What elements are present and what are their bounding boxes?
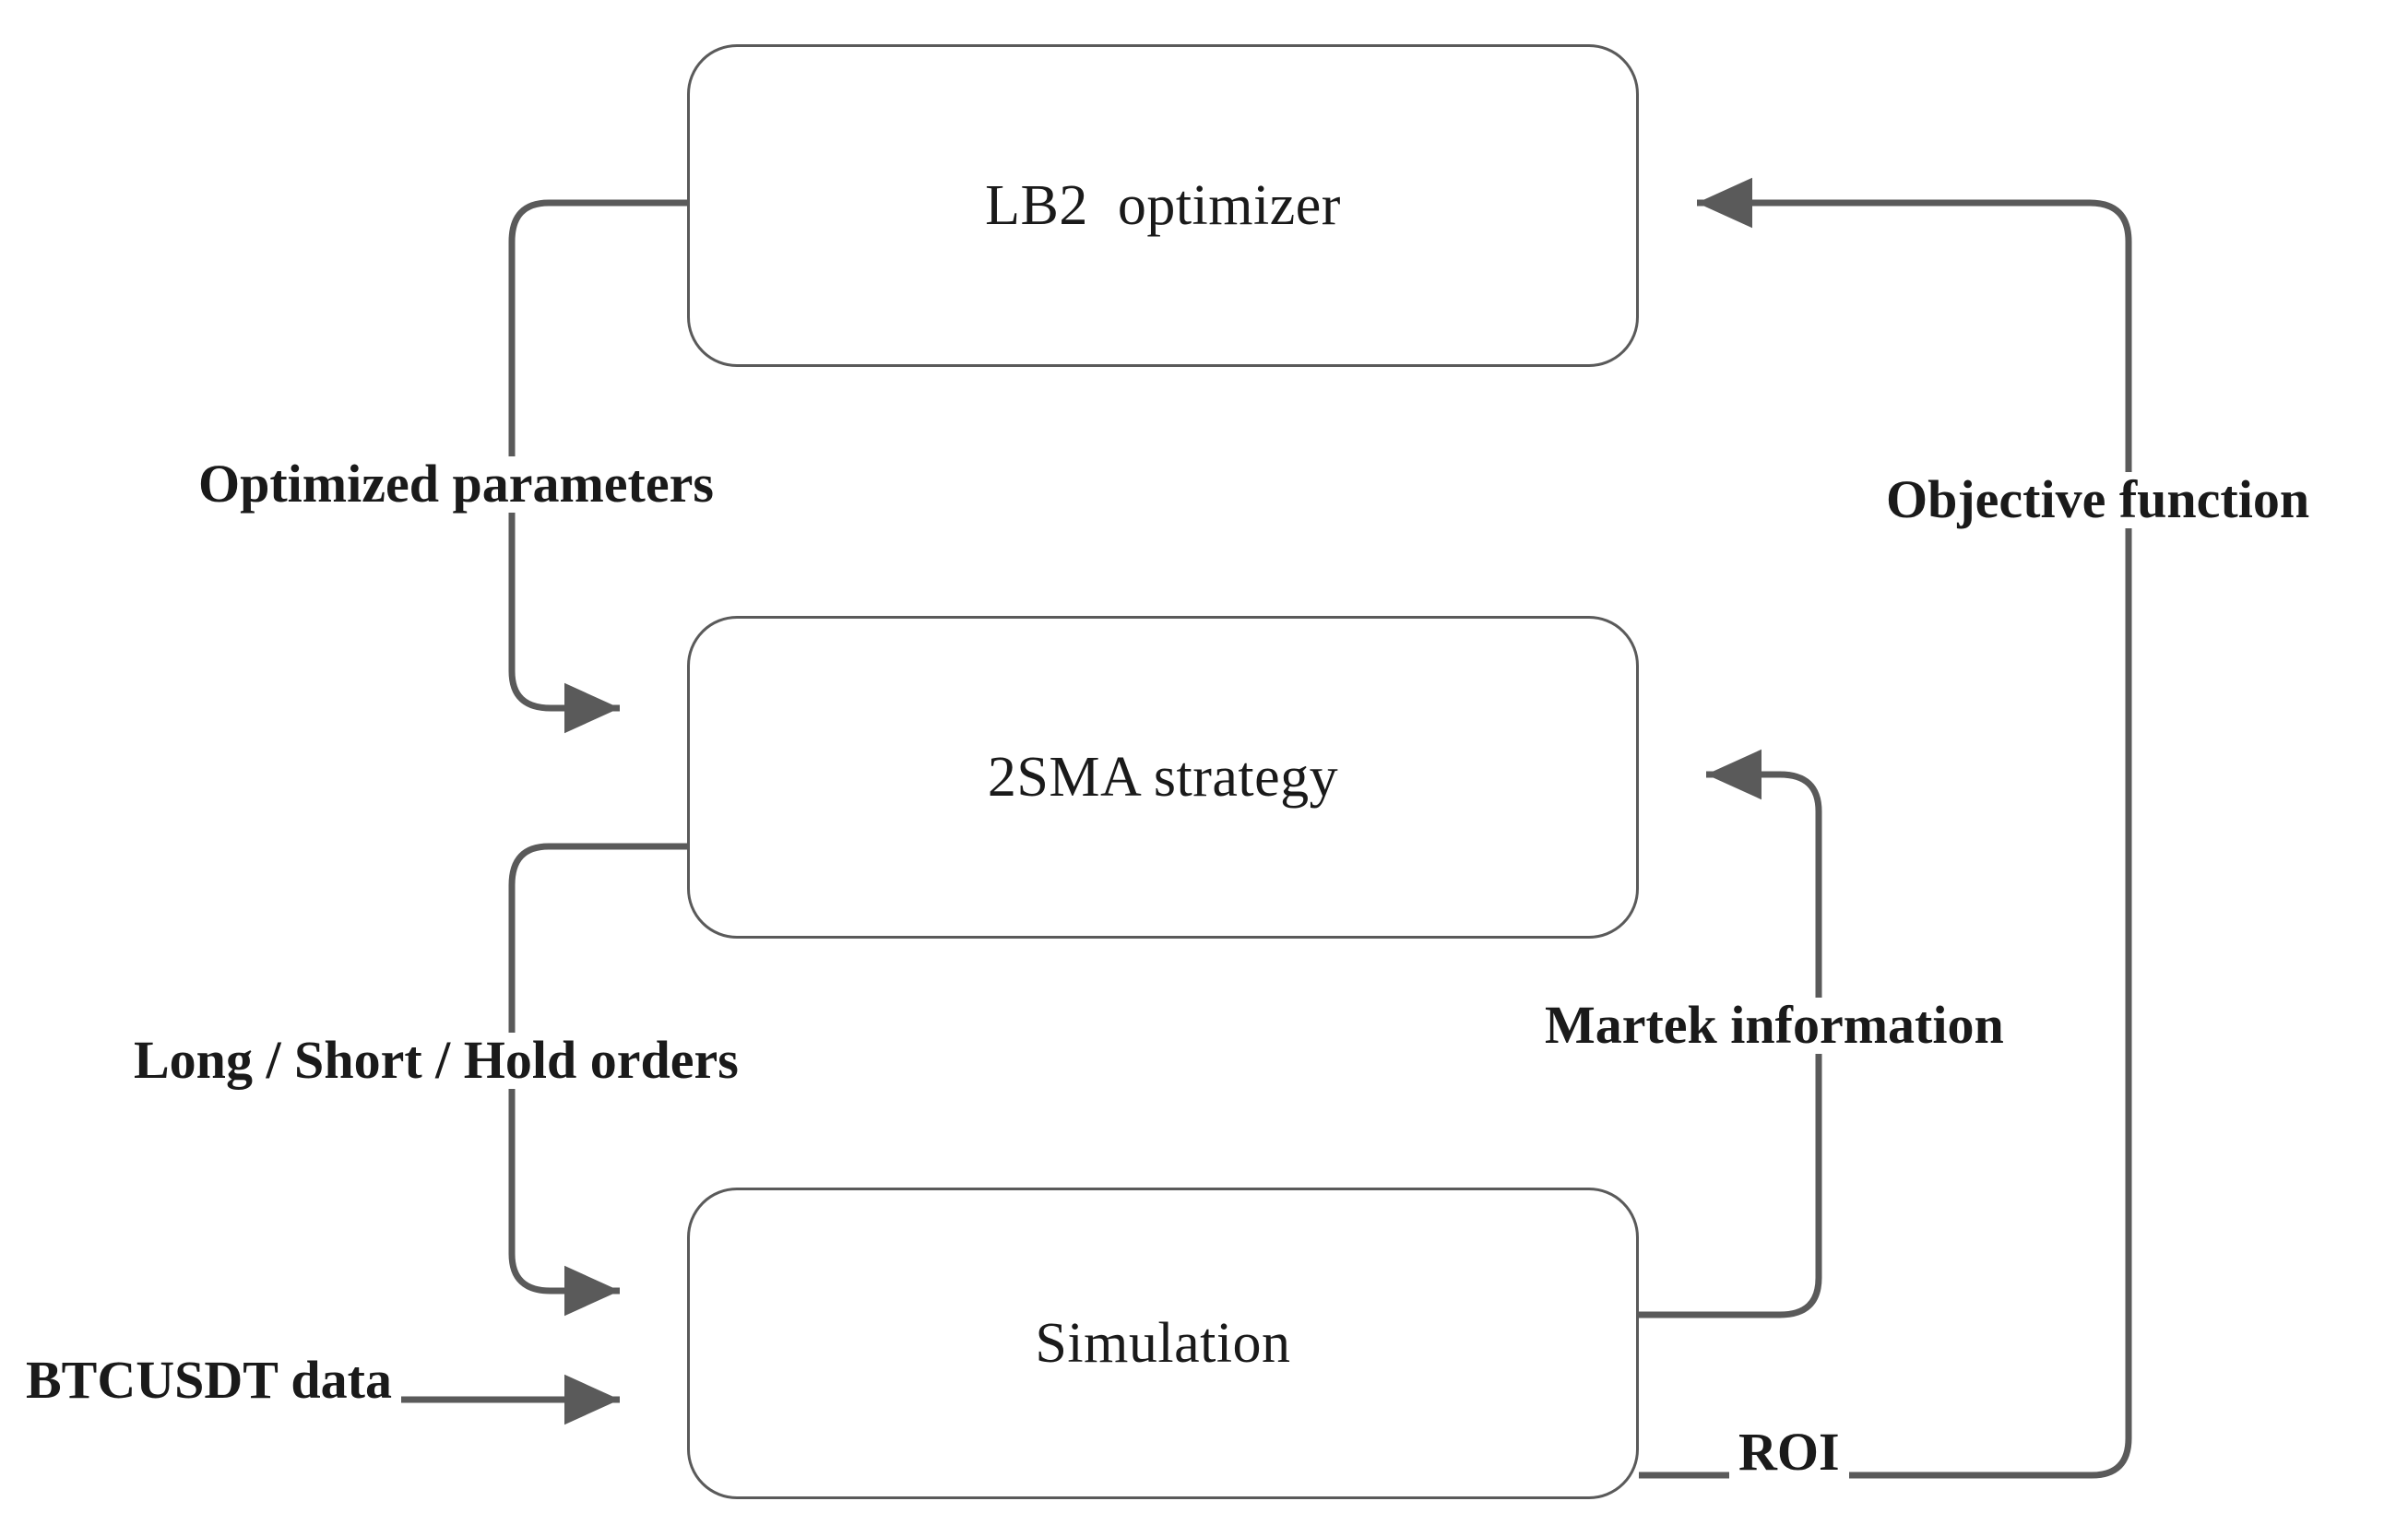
node-simulation-label: Simulation <box>1035 1311 1291 1375</box>
edge-label-roi: ROI <box>1729 1424 1849 1481</box>
edge-label-long-short-hold-orders: Long / Short / Hold orders <box>125 1032 748 1089</box>
edge-label-btcusdt-data: BTCUSDT data <box>17 1352 401 1409</box>
edge-label-martek-information: Martek information <box>1536 997 2013 1054</box>
edge-objective-function <box>1639 177 2132 1479</box>
edge-label-objective-function: Objective function <box>1877 471 2319 528</box>
edge-label-optimized-parameters: Optimized parameters <box>189 455 723 513</box>
node-lb2-optimizer[interactable]: LB2 optimizer <box>687 44 1639 367</box>
node-2sma-strategy-label: 2SMA strategy <box>987 745 1339 809</box>
node-2sma-strategy[interactable]: 2SMA strategy <box>687 616 1639 939</box>
node-simulation[interactable]: Simulation <box>687 1188 1639 1499</box>
node-lb2-optimizer-label: LB2 optimizer <box>985 173 1341 237</box>
